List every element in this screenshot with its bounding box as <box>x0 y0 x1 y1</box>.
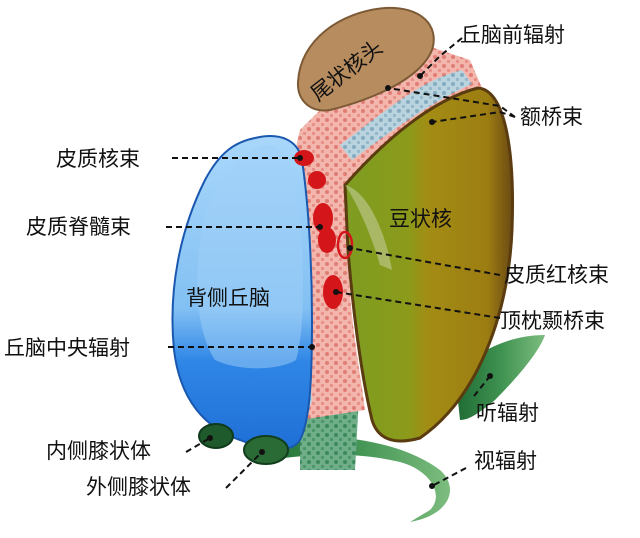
parietotemporopontine-label: 顶枕颞桥束 <box>500 309 605 333</box>
dorsal-thalamus-label: 背侧丘脑 <box>186 286 270 310</box>
corticonuclear-label: 皮质核束 <box>56 147 140 171</box>
anterior-radiation-label: 丘脑前辐射 <box>460 23 565 47</box>
corticorubral-label: 皮质红核束 <box>504 263 609 287</box>
caudate-head <box>296 6 435 112</box>
corticospinal-label: 皮质脊髓束 <box>26 215 131 239</box>
auditory-radiation-label: 听辐射 <box>476 401 539 425</box>
lateral-geniculate-label: 外侧膝状体 <box>86 475 191 499</box>
watermark: 知乎 @神经时讯 <box>486 504 596 522</box>
lentiform-label: 豆状核 <box>389 207 452 231</box>
medial-geniculate-label: 内侧膝状体 <box>46 439 151 463</box>
frontopontine-label: 额桥束 <box>520 105 583 129</box>
optic-radiation-label: 视辐射 <box>474 449 537 473</box>
leader-lines <box>166 37 516 489</box>
lentiform-nucleus <box>343 86 514 443</box>
geniculate-bodies <box>198 423 289 465</box>
red-tracts <box>294 150 354 309</box>
central-radiation-label: 丘脑中央辐射 <box>4 336 130 360</box>
